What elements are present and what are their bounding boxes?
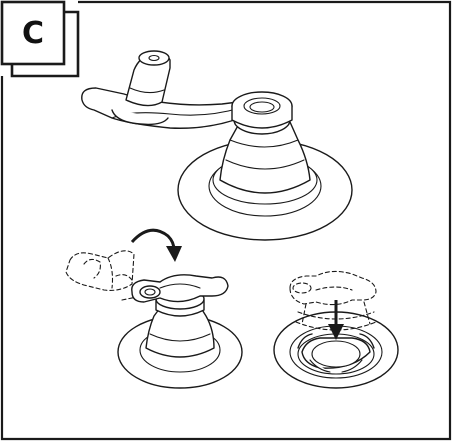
panel-label-badge: C	[2, 2, 78, 76]
assembled-device	[82, 51, 352, 240]
ghost-clip-before	[66, 251, 142, 300]
curved-rotate-arrow-icon	[132, 230, 182, 262]
step-rotate-device	[66, 230, 242, 388]
panel-label: C	[22, 16, 44, 51]
step-push-down	[274, 271, 398, 388]
